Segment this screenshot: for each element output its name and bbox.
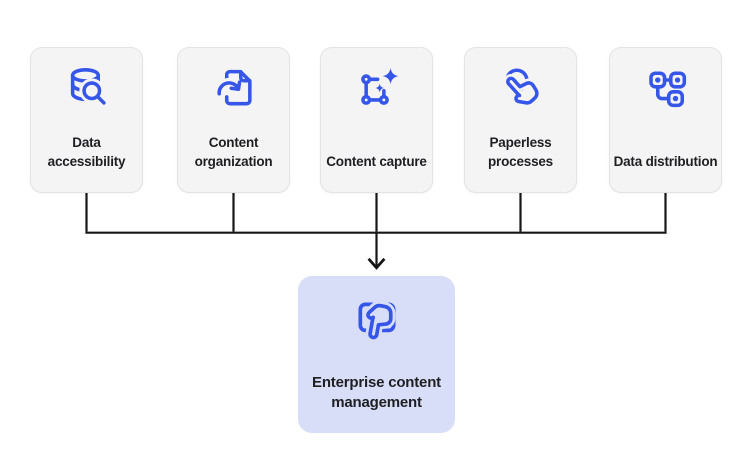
source-card-paperless-processes: Paperless processes: [464, 47, 577, 193]
target-card-enterprise-content-management: Enterprise content management: [298, 276, 455, 433]
source-card-label: Content organization: [194, 135, 273, 170]
source-card-content-capture: Content capture: [320, 47, 433, 193]
source-card-content-organization: Content organization: [177, 47, 290, 193]
document-sync-icon: [209, 61, 259, 113]
content-capture-icon: [352, 61, 402, 113]
source-card-label: Data distribution: [613, 154, 718, 170]
card-click-icon: [351, 292, 403, 344]
source-card-data-accessibility: Data accessibility: [30, 47, 143, 193]
target-card-label: Enterprise content management: [312, 374, 441, 412]
source-card-label: Content capture: [326, 154, 427, 170]
workflow-nodes-icon: [641, 61, 691, 113]
source-card-label: Paperless processes: [488, 135, 553, 170]
database-search-icon: [62, 61, 112, 113]
arrowhead-down: [367, 257, 386, 270]
source-card-data-distribution: Data distribution: [609, 47, 722, 193]
source-card-label: Data accessibility: [47, 135, 126, 170]
tap-gesture-icon: [496, 61, 546, 113]
